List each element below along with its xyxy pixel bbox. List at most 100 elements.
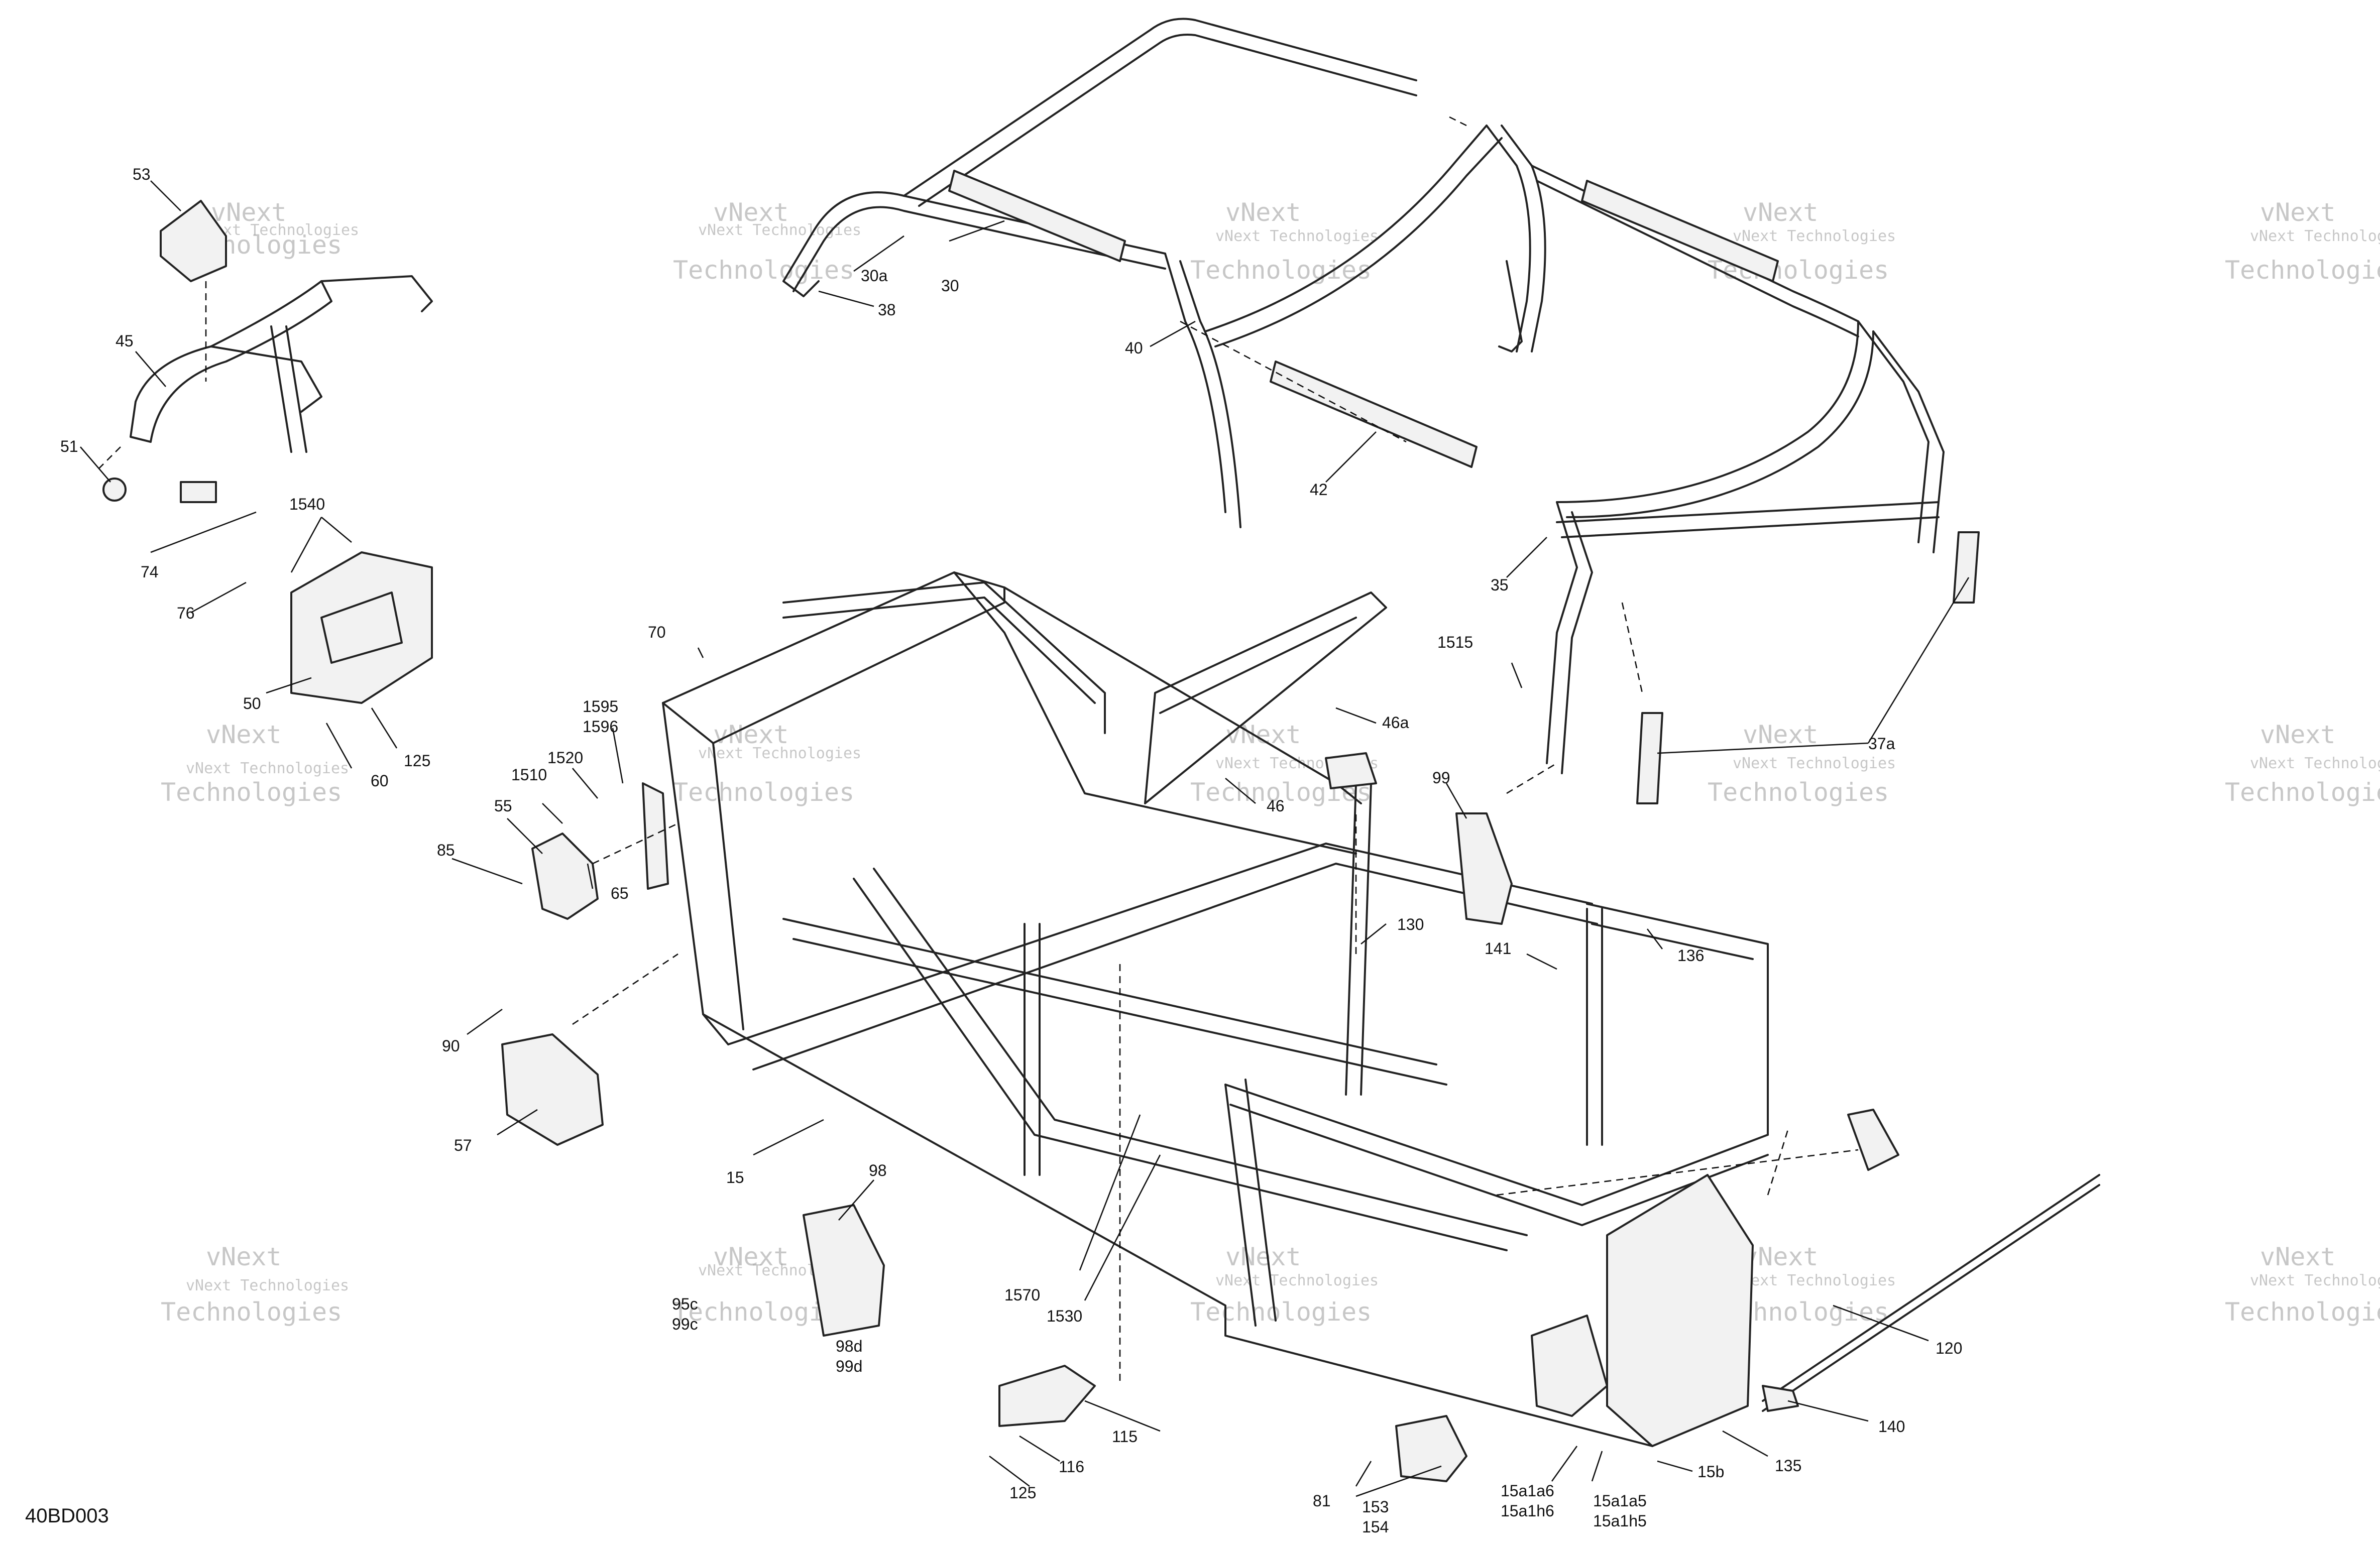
watermark-text: vNext Technologies [698,221,861,239]
watermark-15: vNext Technologies vNext Technologies [2225,1242,2380,1327]
callout-154: 154 [1362,1518,1389,1536]
assembly-lines [95,114,1859,1386]
watermark-text: vNext Technologies [1733,227,1896,245]
watermark-6: vNext Technologies vNext Technologies [161,720,349,807]
watermark-text: vNext [2260,198,2336,227]
callout-70: 70 [648,623,666,641]
watermark-9: vNext Technologies vNext Technologies [1708,720,1896,807]
callout-1520: 1520 [547,749,583,767]
callout-42: 42 [1310,481,1328,499]
callout-95c: 95c [672,1295,698,1313]
watermark-text: vNext Technologies [2250,227,2380,245]
watermark-text: vNext [713,198,789,227]
watermark-text: vNext [1743,198,1819,227]
callout-1540: 1540 [289,495,325,513]
watermark-text: vNext Technologies [1733,755,1896,772]
watermark-text: Technologies [673,256,854,285]
callout-140: 140 [1878,1417,1905,1436]
callout-57: 57 [454,1136,472,1154]
watermark-13: vNext Technologies vNext Technologies [1190,1242,1379,1327]
callout-99: 99 [1432,769,1450,787]
callout-1530: 1530 [1047,1307,1082,1325]
watermark-text: Technologies [2225,1297,2380,1327]
callout-30a: 30a [861,267,888,285]
callout-125-lower: 125 [1009,1484,1036,1502]
callout-135: 135 [1775,1457,1801,1475]
callout-1515: 1515 [1437,633,1473,651]
watermark-text: vNext [1225,1242,1301,1271]
callout-15a1a6: 15a1a6 [1501,1482,1554,1500]
callout-40: 40 [1125,339,1143,357]
callout-99d: 99d [836,1357,862,1375]
callout-1595: 1595 [583,697,618,716]
callout-141: 141 [1485,939,1511,958]
watermark-text: vNext Technologies [186,760,349,777]
callout-50: 50 [243,694,261,713]
callouts: 53 45 51 74 1540 76 50 125 60 70 1595 15… [60,165,1962,1536]
callout-98: 98 [869,1161,887,1179]
watermark-text: vNext [1743,720,1819,749]
watermark-text: vNext [1225,198,1301,227]
callout-1596: 1596 [583,718,618,736]
callout-130: 130 [1397,915,1424,933]
callout-38: 38 [878,301,896,319]
watermark-5: vNext Technologies vNext Technologies [2225,198,2380,285]
callout-1570: 1570 [1004,1286,1040,1304]
watermark-text: Technologies [2225,778,2380,807]
callout-55: 55 [494,797,512,815]
callout-30: 30 [941,277,959,295]
callout-60: 60 [371,772,389,790]
callout-90: 90 [442,1037,460,1055]
callout-115: 115 [1112,1428,1138,1446]
callout-125-upper: 125 [404,752,430,770]
watermark-text: vNext [206,720,282,749]
watermark-text: vNext Technologies [698,745,861,762]
watermark-layer: vNext Technologies vNext Technologies vN… [161,198,2380,1327]
roll-cage [782,18,1980,804]
watermark-text: vNext [713,1242,789,1271]
callout-99c: 99c [672,1315,698,1333]
callout-51: 51 [60,437,78,455]
watermark-text: vNext Technologies [1733,1272,1896,1289]
watermark-text: Technologies [673,778,854,807]
watermark-text: vNext [1743,1242,1819,1271]
callout-45: 45 [116,332,134,350]
callout-98d: 98d [836,1337,862,1355]
watermark-10: vNext Technologies vNext Technologies [2225,720,2380,807]
watermark-2: vNext Technologies vNext Technologies [673,198,861,285]
watermark-3: vNext Technologies vNext Technologies [1190,198,1379,285]
watermark-4: vNext Technologies vNext Technologies [1708,198,1896,285]
watermark-text: vNext Technologies [2250,755,2380,772]
callout-15: 15 [726,1168,744,1186]
watermark-text: Technologies [1190,256,1372,285]
watermark-text: vNext [2260,1242,2336,1271]
callout-76: 76 [177,604,195,622]
callout-15a1h5: 15a1h5 [1593,1512,1647,1530]
callout-37a: 37a [1868,735,1895,753]
callout-15a1a5: 15a1a5 [1593,1492,1647,1510]
watermark-text: vNext Technologies [2250,1272,2380,1289]
callout-120: 120 [1936,1339,1962,1357]
callout-46a: 46a [1382,714,1409,732]
callout-116: 116 [1059,1458,1084,1476]
callout-136: 136 [1677,946,1704,965]
watermark-text: Technologies [161,1297,342,1327]
leader-lines [80,180,1970,1497]
watermark-text: Technologies [2225,256,2380,285]
main-frame [642,571,1769,1447]
callout-46: 46 [1267,797,1285,815]
callout-74: 74 [141,563,159,581]
callout-15a1h6: 15a1h6 [1501,1502,1554,1520]
callout-81: 81 [1313,1492,1331,1510]
callout-85: 85 [437,841,455,859]
watermark-7: vNext Technologies vNext Technologies [673,720,861,807]
callout-1510: 1510 [511,766,547,784]
watermark-text: vNext Technologies [1215,227,1379,245]
watermark-text: vNext Technologies [1215,1272,1379,1289]
callout-65: 65 [611,884,629,902]
callout-15b: 15b [1697,1463,1724,1481]
brackets [102,200,2100,1482]
watermark-text: Technologies [1708,778,1889,807]
watermark-text: vNext [2260,720,2336,749]
